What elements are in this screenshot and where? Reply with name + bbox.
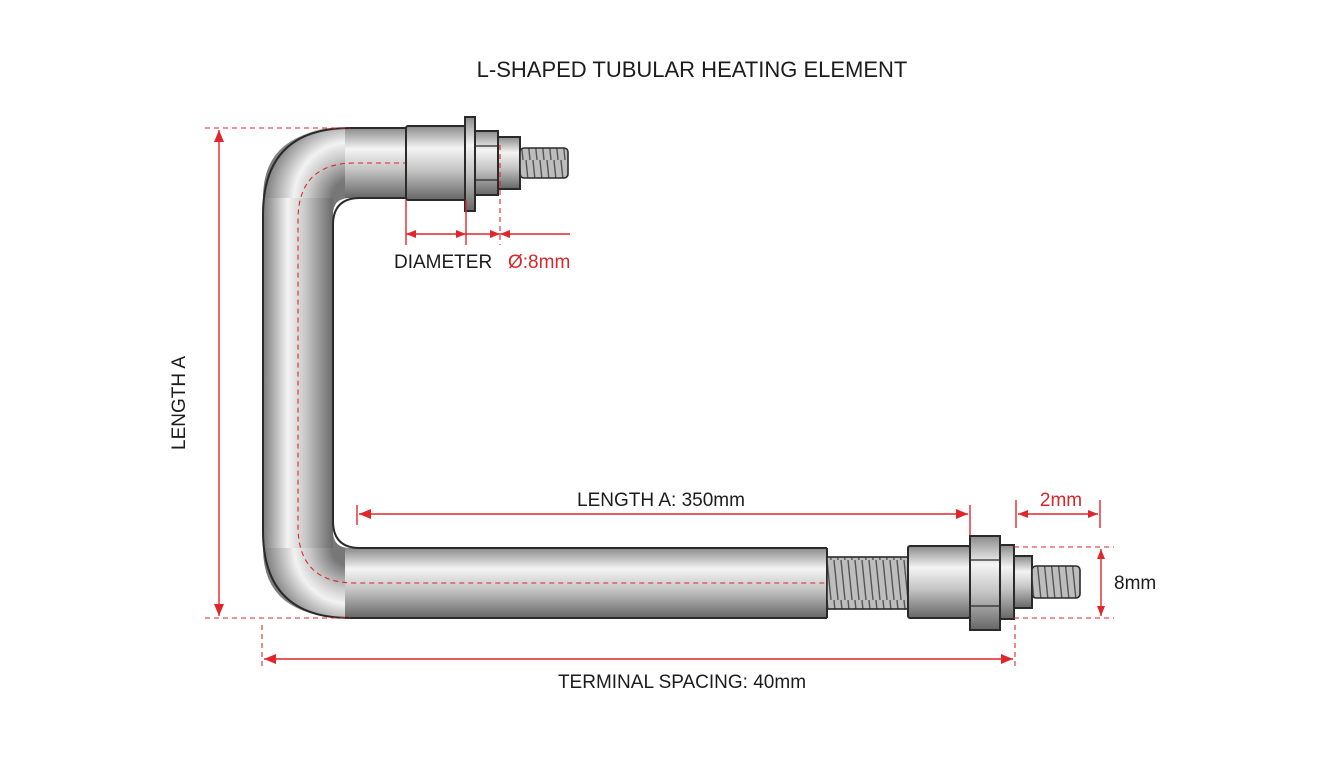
centerline-dashed	[297, 162, 827, 584]
terminal-spacing-label: TERMINAL SPACING: 40mm	[558, 672, 806, 693]
length-a-vertical-label: LENGTH A	[169, 356, 190, 450]
terminal-gap-label: 2mm	[1040, 490, 1082, 511]
terminal-height-label: 8mm	[1114, 573, 1156, 594]
right-terminal	[826, 535, 1081, 631]
length-a-horizontal-label: LENGTH A: 350mm	[577, 490, 745, 511]
diameter-label: DIAMETER	[394, 252, 492, 273]
dimension-lines	[205, 127, 1114, 670]
top-terminal	[405, 116, 569, 212]
diagram-title: L-SHAPED TUBULAR HEATING ELEMENT	[477, 57, 908, 82]
heating-tube	[262, 127, 828, 619]
diameter-value: Ø:8mm	[508, 252, 570, 273]
